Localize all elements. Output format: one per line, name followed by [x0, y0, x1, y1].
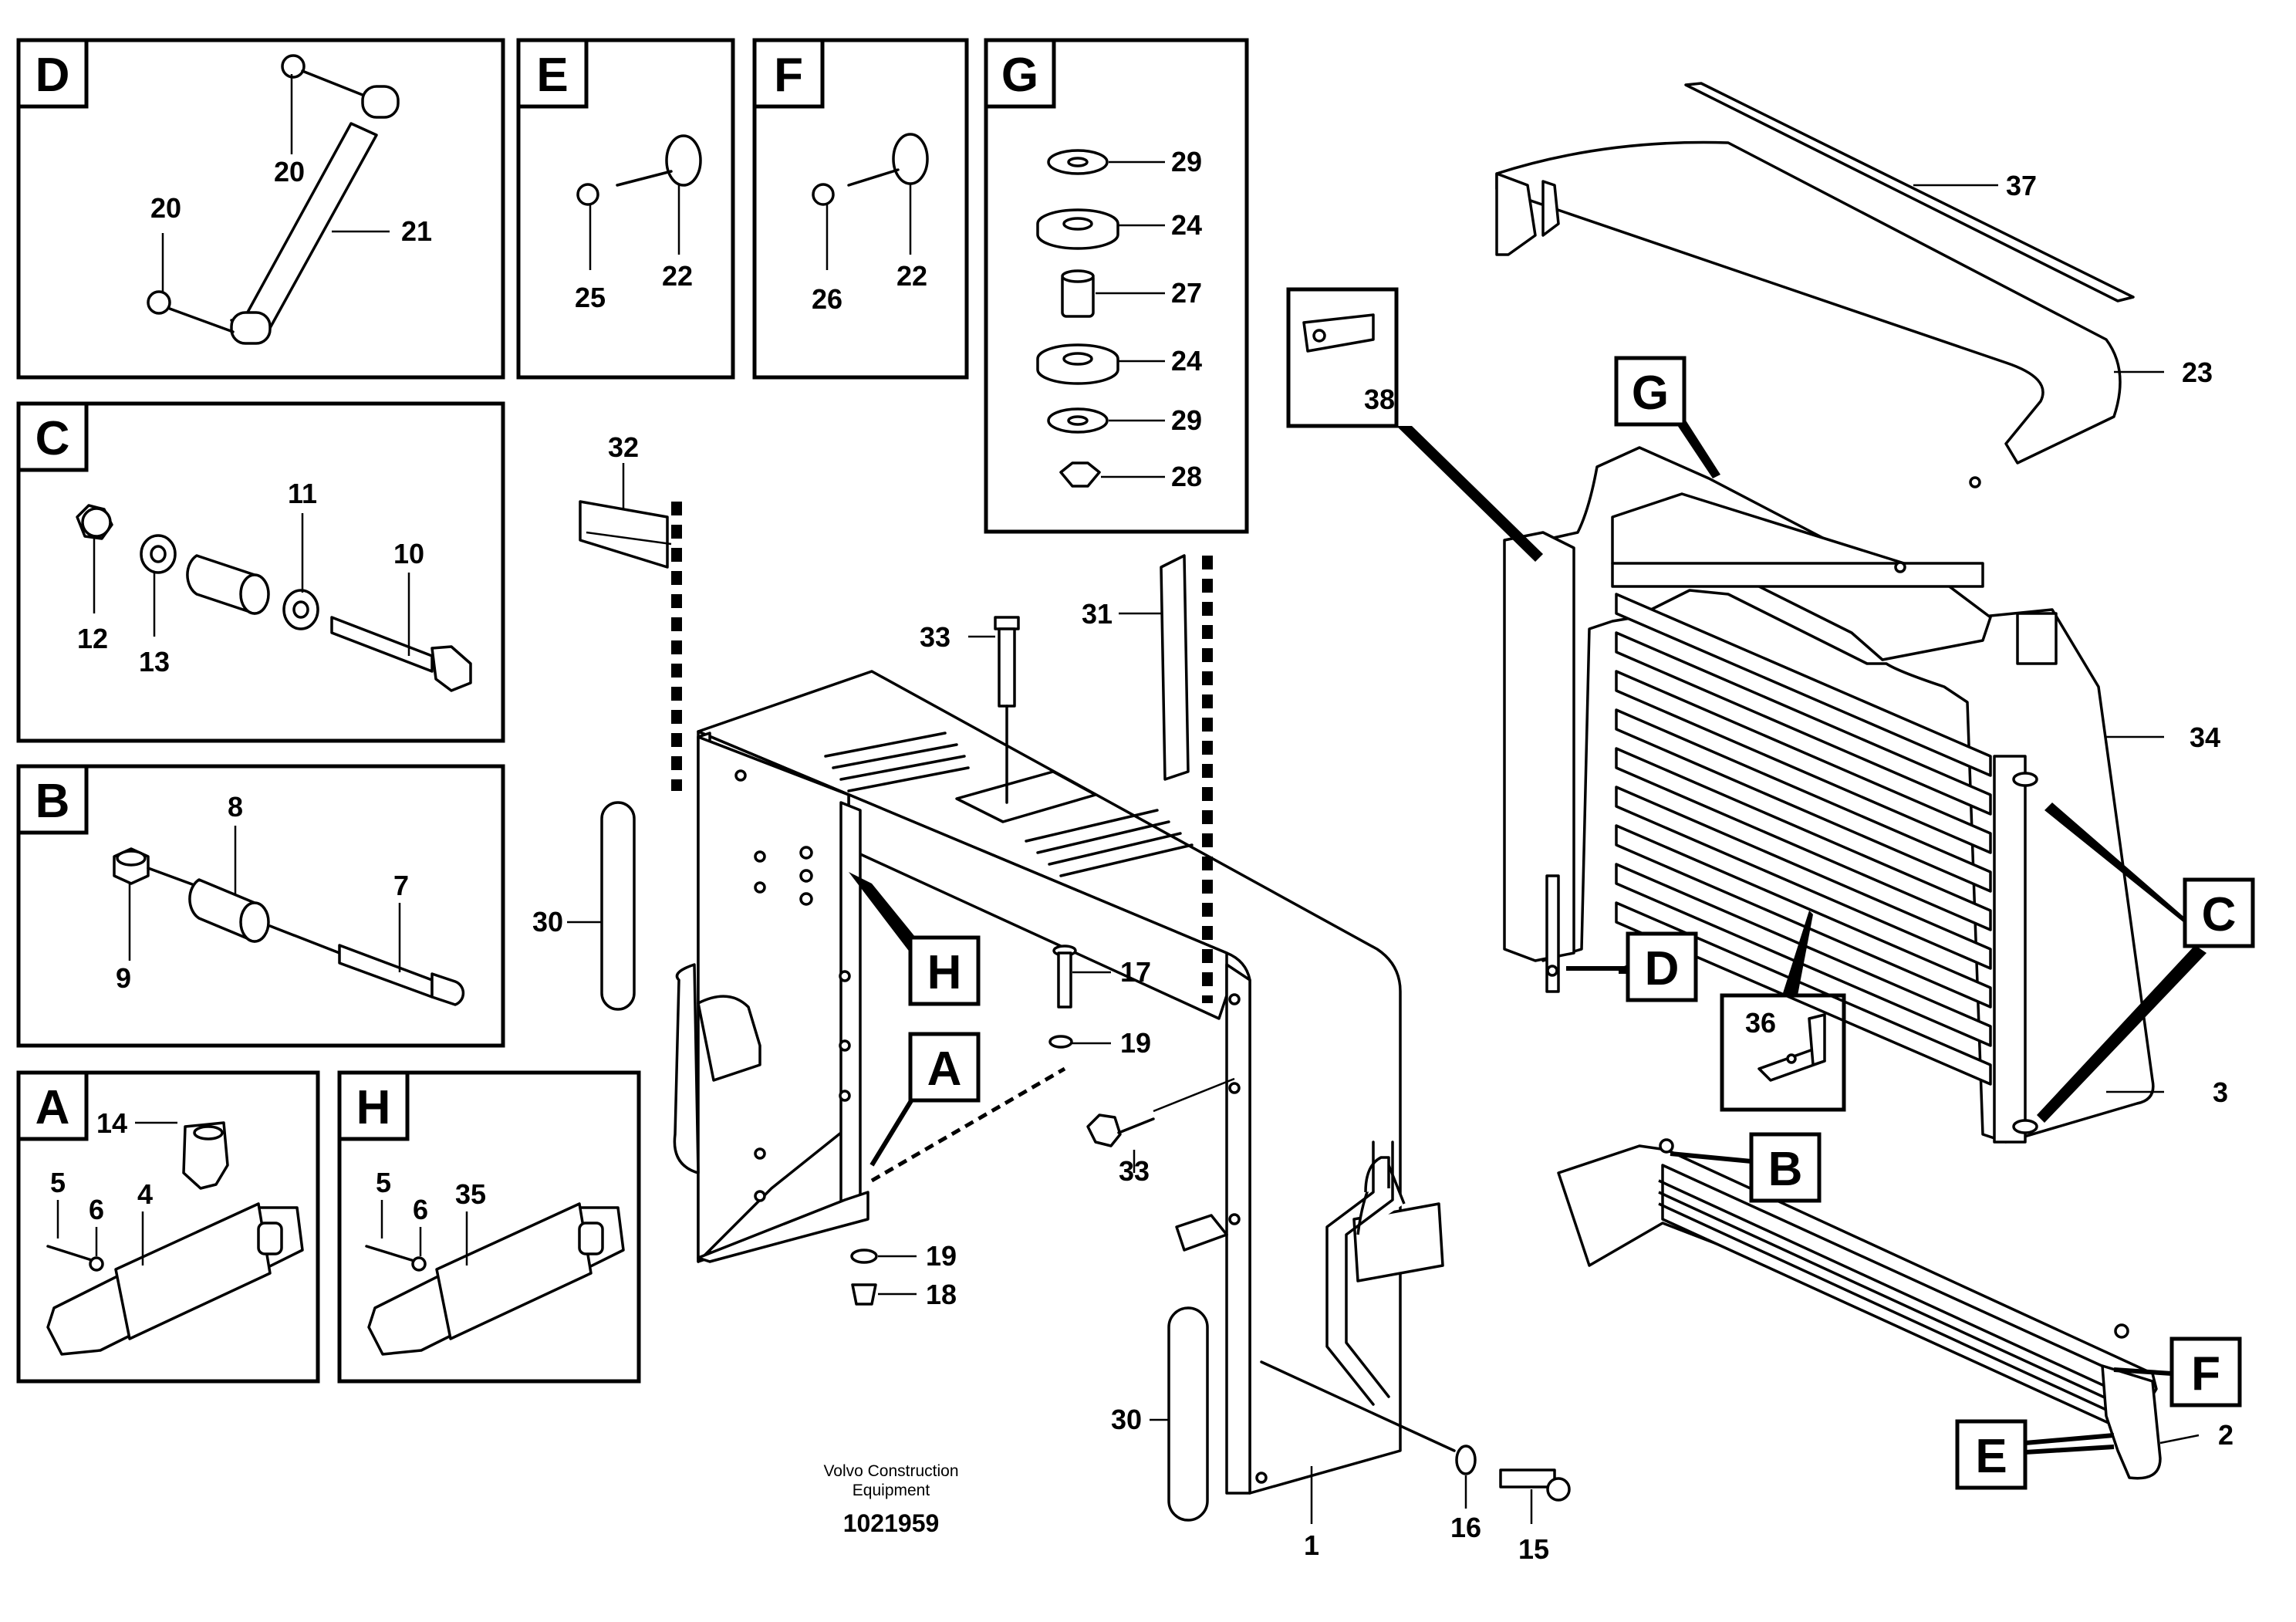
part-number-37: 37: [2006, 170, 2037, 201]
cowl-fasteners: [850, 616, 1571, 1524]
part-number-26: 26: [812, 283, 842, 315]
part-number-23: 23: [2182, 357, 2213, 388]
bottom-screen-part: [1557, 1138, 2162, 1480]
company-name-line2: Equipment: [853, 1482, 930, 1499]
detail-tag-g: G: [1001, 49, 1038, 102]
part-number-29-top: 29: [1171, 146, 1202, 177]
part-number-21: 21: [401, 215, 432, 247]
detail-tag-a: A: [35, 1081, 70, 1134]
diagram-footer: Volvo Construction Equipment 1021959: [823, 1462, 958, 1537]
callout-tag-f: F: [2191, 1347, 2220, 1401]
detail-tag-f: F: [774, 49, 803, 102]
callout-tags: G H A C D B F E: [908, 356, 2255, 1490]
part-number-25: 25: [575, 282, 606, 313]
part-number-5-a: 5: [50, 1167, 66, 1198]
part-number-24-bottom: 24: [1171, 345, 1202, 377]
top-cover-part: [1495, 82, 2135, 465]
part-number-7: 7: [393, 870, 409, 901]
part-number-1: 1: [1304, 1529, 1319, 1561]
part-number-30-bottom: 30: [1111, 1404, 1142, 1435]
installation-paths: [567, 463, 1213, 1522]
part-number-13: 13: [139, 646, 170, 678]
callout-tag-e: E: [1975, 1430, 2007, 1483]
callout-tag-b: B: [1768, 1143, 1803, 1196]
detail-box-f: F 26 22: [752, 38, 969, 380]
detail-box-d: D 20 20 21: [16, 38, 505, 380]
part-number-30-left: 30: [532, 906, 563, 938]
detail-tag-b: B: [35, 775, 70, 828]
bushing-bolt-assembly-b: [113, 847, 465, 1006]
cowl-vent-slots: [824, 732, 1194, 877]
part-number-35: 35: [455, 1178, 486, 1210]
callout-tag-h: H: [927, 946, 962, 999]
detail-tag-e: E: [536, 49, 568, 102]
document-number: 1021959: [843, 1509, 940, 1537]
part-number-19-bottom: 19: [926, 1240, 957, 1272]
detail-box-g: G 29 24 27 24 29 28: [984, 38, 1249, 534]
part-number-20-top: 20: [274, 156, 305, 188]
detail-inset-38: [1286, 287, 1399, 428]
rubber-bumper-part: [576, 134, 702, 206]
radiator-frame-part: [1503, 446, 2155, 1144]
rubber-bumper-part-f: [812, 133, 929, 206]
latch-assembly-a: [46, 1121, 304, 1356]
part-number-11: 11: [288, 478, 317, 509]
detail-tag-c: C: [35, 412, 70, 465]
detail-tag-h: H: [356, 1081, 391, 1134]
part-number-15: 15: [1518, 1533, 1549, 1565]
company-name-line1: Volvo Construction: [823, 1462, 958, 1480]
part-number-12: 12: [77, 623, 108, 654]
callout-tag-g: G: [1632, 367, 1669, 420]
part-number-10: 10: [393, 538, 424, 569]
detail-box-a: A 14 5 6 4: [16, 1070, 320, 1384]
mount-stack-part: [1036, 149, 1119, 488]
part-number-5-h: 5: [376, 1167, 391, 1198]
main-part-numbers: 32 31 33 30 17 19 33 19 18 30 1 16 15 37…: [532, 170, 2234, 1565]
part-number-19-right: 19: [1120, 1027, 1151, 1059]
part-number-33-top: 33: [920, 621, 950, 653]
part-number-17: 17: [1120, 956, 1151, 988]
part-number-4: 4: [137, 1178, 153, 1210]
detail-box-c: C 12 13 11 10: [16, 401, 505, 743]
callout-pointers: [849, 378, 2207, 1455]
callout-tag-c: C: [2202, 888, 2237, 941]
part-number-27: 27: [1171, 277, 1202, 309]
part-number-34: 34: [2190, 721, 2220, 753]
gas-spring-part: [147, 54, 400, 345]
part-number-9: 9: [116, 962, 131, 994]
part-number-14: 14: [96, 1107, 127, 1139]
part-number-29-bottom: 29: [1171, 404, 1202, 436]
part-number-28: 28: [1171, 461, 1202, 492]
part-number-36: 36: [1745, 1007, 1776, 1039]
part-number-31: 31: [1082, 598, 1113, 630]
radiator-fins: [1615, 593, 1992, 1086]
part-number-16: 16: [1450, 1512, 1481, 1543]
part-number-33-bottom: 33: [1119, 1155, 1150, 1187]
part-number-24-top: 24: [1171, 209, 1202, 241]
part-number-6-h: 6: [413, 1194, 428, 1225]
part-number-2: 2: [2218, 1419, 2234, 1451]
detail-box-h: H 5 6 35: [337, 1070, 641, 1384]
callout-tag-d: D: [1645, 942, 1680, 995]
callout-tag-a: A: [927, 1042, 962, 1096]
part-number-38: 38: [1364, 384, 1395, 415]
part-number-18: 18: [926, 1279, 957, 1310]
part-number-20-bottom: 20: [150, 192, 181, 224]
bushing-bolt-assembly-c: [76, 504, 472, 692]
part-number-22-e: 22: [662, 260, 693, 292]
part-number-8: 8: [228, 791, 243, 823]
part-number-6-a: 6: [89, 1194, 104, 1225]
latch-assembly-h: [365, 1202, 625, 1356]
detail-tag-d: D: [35, 49, 70, 102]
detail-box-b: B 9 8 7: [16, 764, 505, 1048]
detail-box-e: E 25 22: [516, 38, 735, 380]
cowl-frame-part: [673, 670, 1444, 1495]
part-number-22-f: 22: [896, 260, 927, 292]
part-number-32: 32: [608, 431, 639, 463]
part-number-3: 3: [2213, 1076, 2228, 1108]
